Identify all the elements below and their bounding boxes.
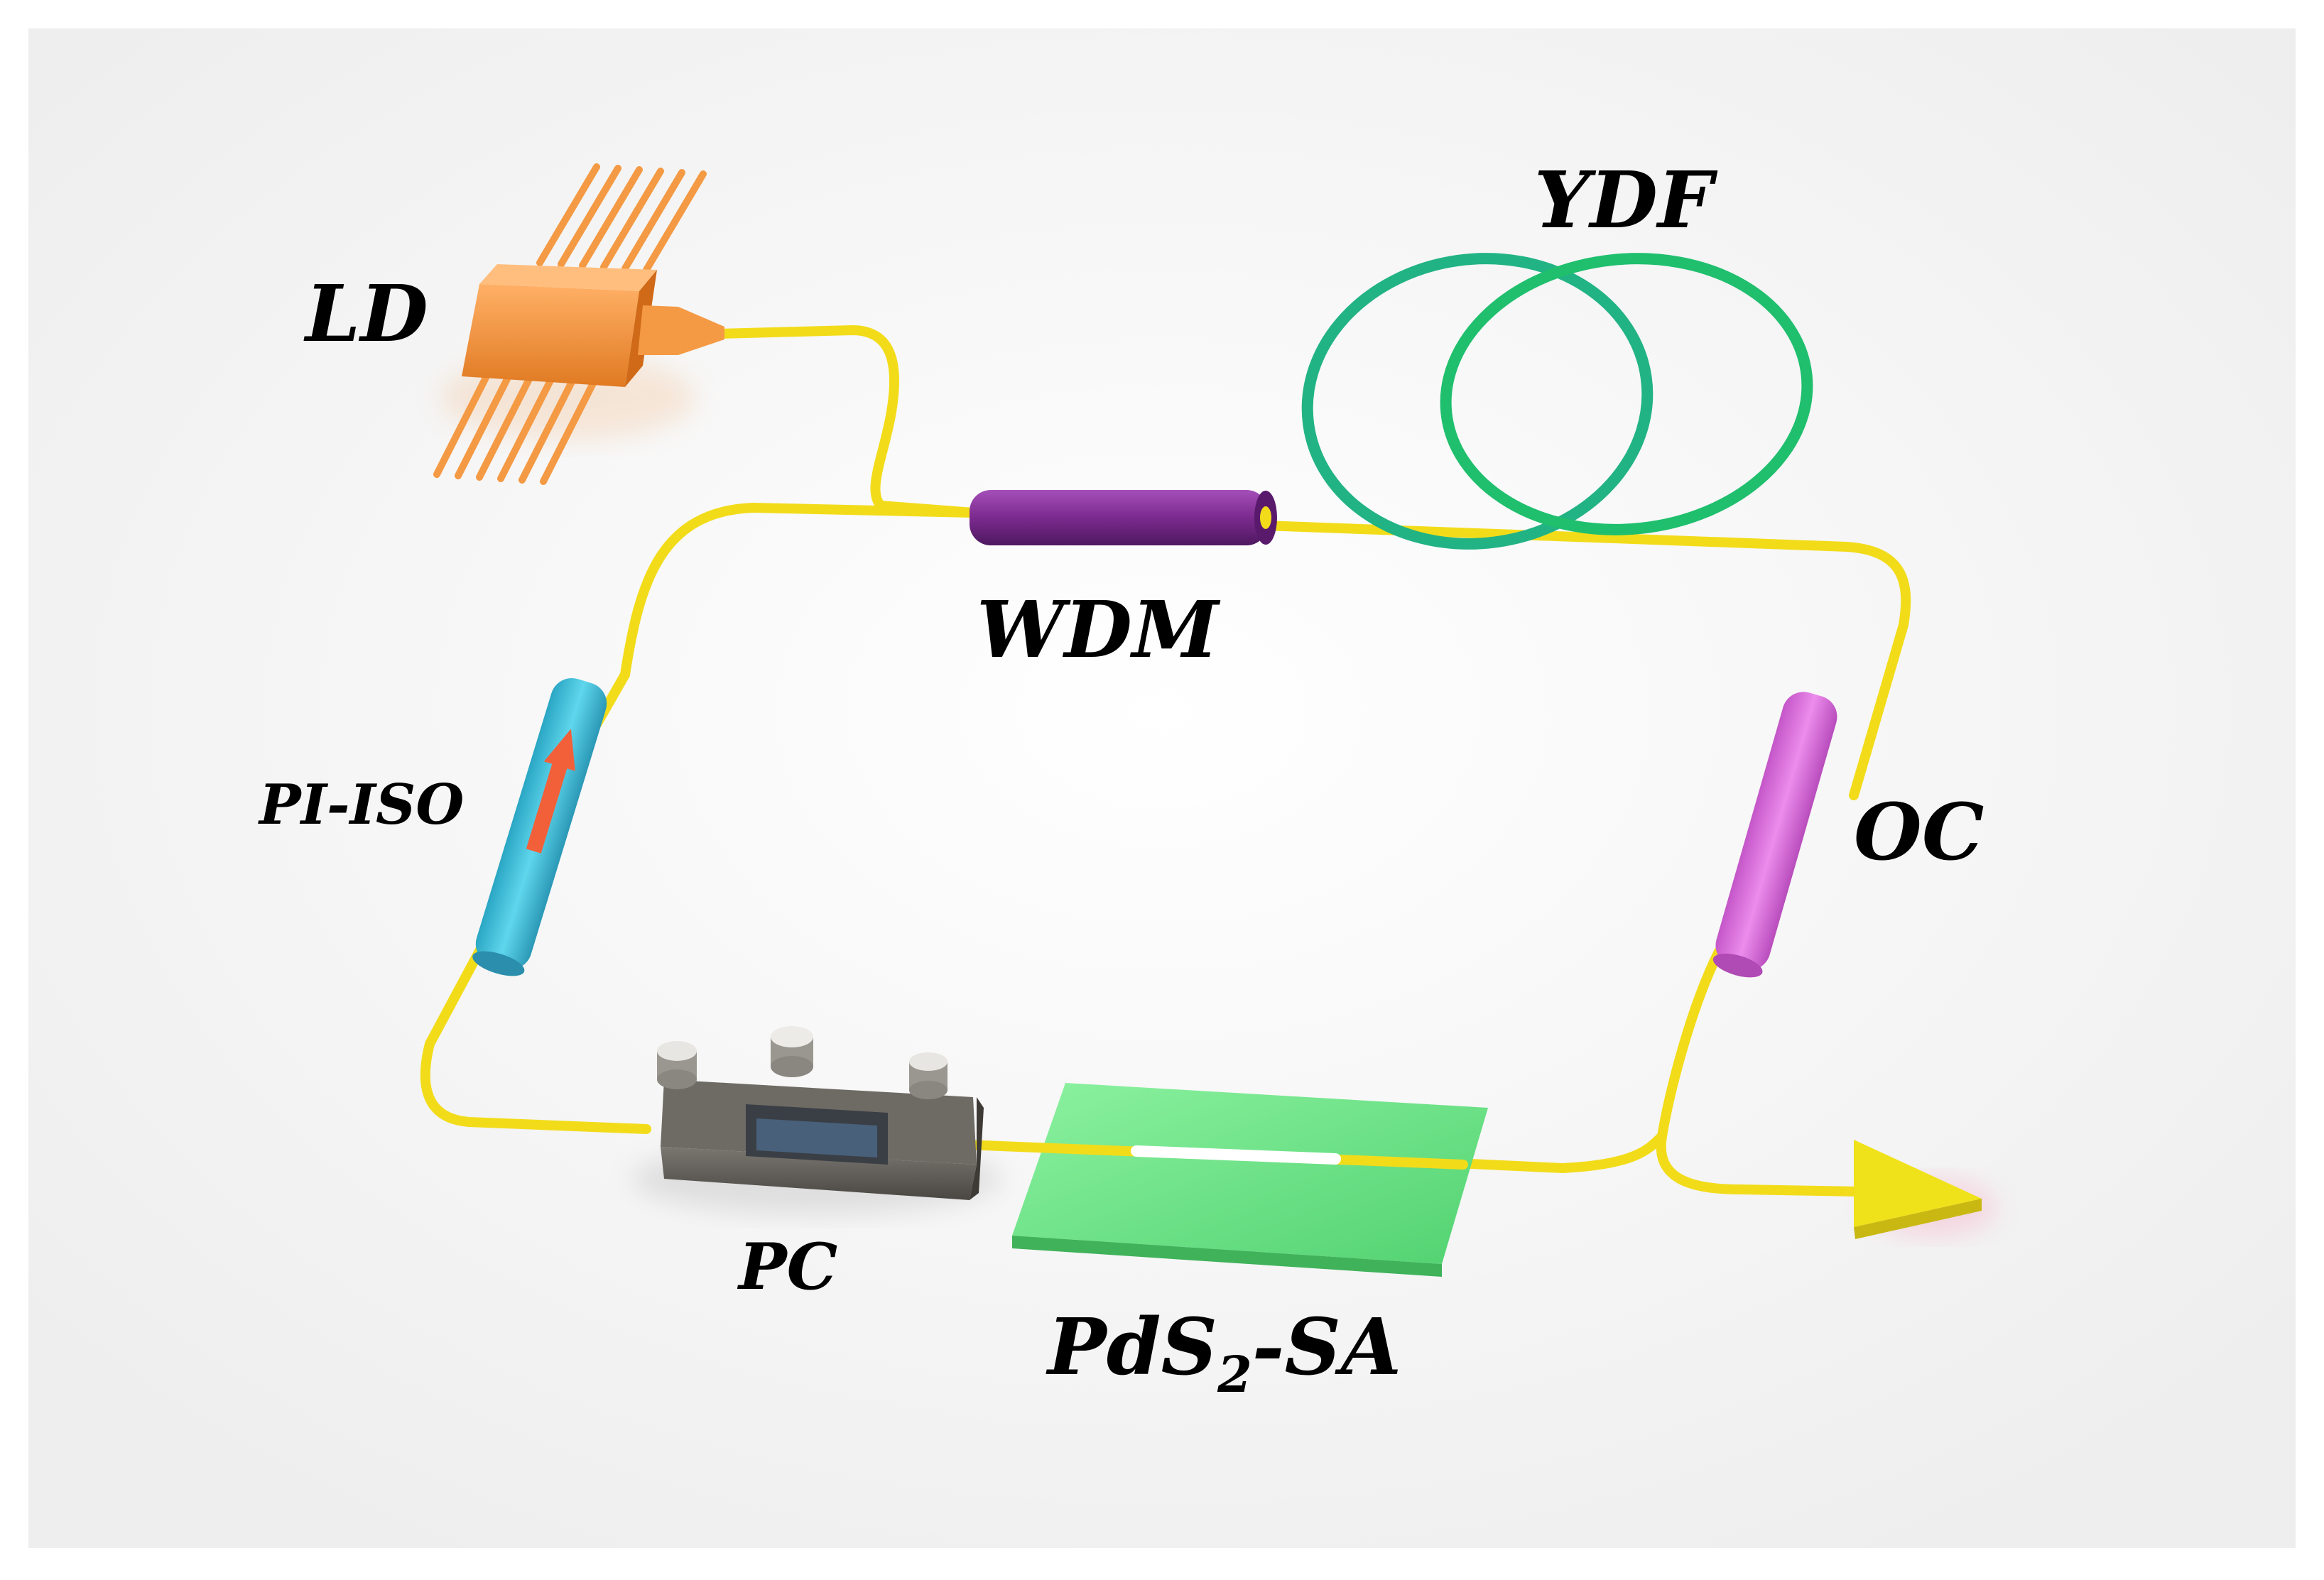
direction-arrow-icon [526, 729, 575, 854]
fiber-segment-bottom-right [1451, 1131, 1667, 1173]
laser-diode [433, 163, 724, 485]
background-panel [28, 28, 2296, 1548]
label-wdm: WDM [977, 584, 1221, 675]
label-oc: OC [1854, 786, 1984, 878]
output-arrow-icon [1854, 1140, 1996, 1239]
label-pi-iso: PI-ISO [258, 773, 464, 837]
label-sa: PdS2-SA [1046, 1301, 1401, 1404]
fiber-segment-bottom-left [420, 939, 651, 1134]
fiber-segment-ld-pigtail [712, 325, 978, 518]
wdm-coupler [970, 490, 1277, 545]
pc-knob-right [909, 1052, 947, 1099]
fiber-segment-top-right [1259, 521, 1911, 800]
label-sa-main: PdS [1046, 1301, 1217, 1393]
polarization-controller [632, 1026, 1001, 1214]
label-sa-suffix: -SA [1252, 1301, 1401, 1393]
output-coupler [1712, 692, 1837, 978]
label-pc: PC [737, 1229, 837, 1304]
fiber-segment-oc-down [1657, 947, 1724, 1141]
label-sa-subscript: 2 [1217, 1345, 1252, 1404]
saturable-absorber [961, 1083, 1488, 1277]
label-pc-text: PC [737, 1229, 837, 1304]
fiber-ring [420, 325, 1911, 1197]
ydf-coil [1301, 253, 1813, 550]
label-ydf: YDF [1534, 154, 1718, 246]
fiber-segment-output [1656, 1131, 1866, 1197]
fiber-segment-top-left [620, 503, 978, 680]
pi-isolator [472, 677, 607, 976]
label-ld: LD [303, 268, 428, 359]
pc-knob-left [657, 1041, 697, 1089]
pc-knob-center [771, 1026, 813, 1077]
